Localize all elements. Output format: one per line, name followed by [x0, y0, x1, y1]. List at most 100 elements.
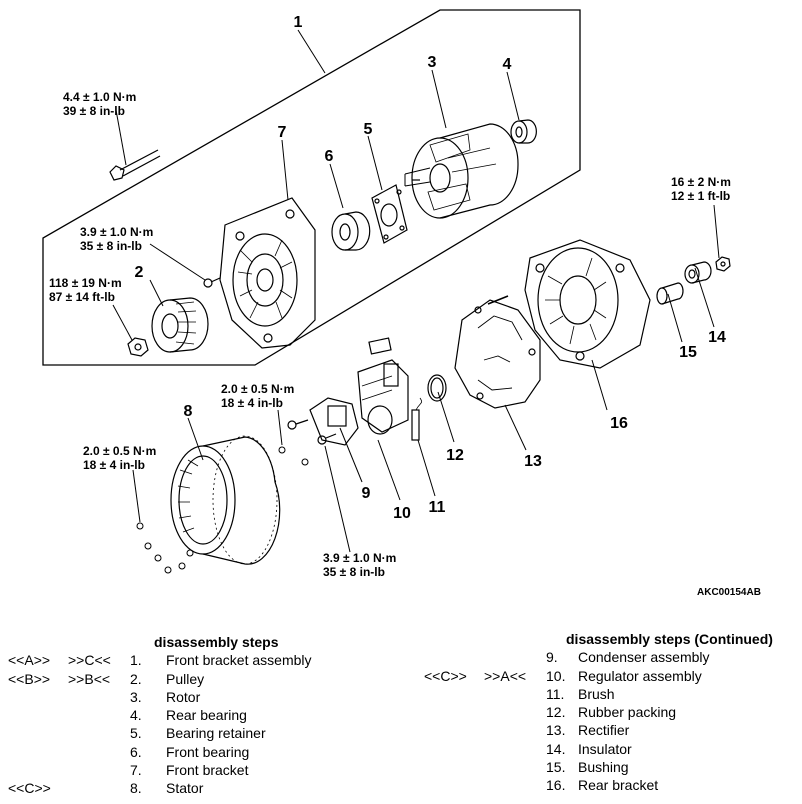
step-number: 12. [546, 704, 566, 721]
figure-code: AKC00154AB [697, 587, 761, 598]
step-number: 9. [546, 649, 558, 666]
step-ref-b [484, 721, 546, 739]
callout-number: 7 [278, 124, 287, 141]
step-label: Brush [578, 685, 615, 702]
step-number: 15. [546, 759, 566, 776]
torque-label: 35 ± 8 in-lb [80, 239, 142, 253]
step-number: 14. [546, 740, 566, 757]
step-ref-a [424, 776, 484, 794]
callout-number: 15 [679, 344, 697, 361]
step-number: 4. [130, 707, 142, 724]
pulley-nut [127, 337, 149, 357]
step-ref-a: <<B>> [8, 670, 51, 687]
step-ref-b [68, 724, 130, 742]
step-label: Insulator [578, 740, 632, 757]
step-row: 16.Rear bracket [424, 776, 773, 794]
step-row: 15. Bushing [424, 758, 773, 776]
regulator-assembly [357, 337, 409, 435]
step-row: 12.Rubber packing [424, 703, 773, 721]
torque-label: 18 ± 4 in-lb [221, 396, 283, 410]
step-number: 7. [130, 762, 142, 779]
step-row: <<C>>>>A<<10.Regulator assembly [424, 667, 773, 685]
bearing-retainer [371, 184, 408, 244]
torque-label: 39 ± 8 in-lb [63, 104, 125, 118]
step-number: 11. [546, 685, 565, 702]
step-ref-b [484, 648, 546, 666]
insulator [684, 261, 712, 284]
callout-number: 3 [428, 54, 437, 71]
through-bolt [109, 149, 161, 181]
step-label: Stator [166, 780, 204, 797]
torque-label: 3.9 ± 1.0 N·m [80, 225, 153, 239]
step-number: 1. [130, 652, 142, 669]
torque-label: 35 ± 8 in-lb [323, 565, 385, 579]
step-ref-a [8, 724, 68, 742]
step-row: 7. Front bracket [8, 761, 312, 779]
rectifier [454, 295, 541, 409]
step-label: Front bracket [166, 762, 249, 779]
bushing [656, 282, 684, 305]
step-number: 5. [130, 725, 142, 742]
step-ref-b [68, 743, 130, 761]
callout-number: 2 [135, 264, 144, 281]
front-bearing [331, 211, 371, 251]
step-ref-a: <<A>> [8, 652, 51, 669]
step-ref-a [424, 758, 484, 776]
step-number: 2. [130, 670, 142, 687]
step-number: 3. [130, 688, 142, 705]
step-ref-a [424, 721, 484, 739]
step-ref-a: <<C>> [8, 780, 51, 797]
stator [170, 435, 281, 565]
brush [411, 397, 423, 441]
step-ref-b [68, 688, 130, 706]
step-ref-a [8, 761, 68, 779]
callout-number: 14 [708, 329, 726, 346]
step-row: 3.Rotor [8, 688, 312, 706]
torque-label: 87 ± 14 ft-lb [49, 290, 115, 304]
rear-bracket [524, 239, 651, 369]
step-row: 13.Rectifier [424, 721, 773, 739]
torque-label: 4.4 ± 1.0 N·m [63, 90, 136, 104]
step-ref-b [484, 703, 546, 721]
callout-number: 1 [294, 14, 303, 31]
torque-label: 18 ± 4 in-lb [83, 458, 145, 472]
rubber-packing [427, 374, 447, 402]
step-row: <<C>> 8. Stator [8, 779, 312, 797]
step-ref-b: >>B<< [68, 670, 111, 687]
step-ref-a [424, 703, 484, 721]
step-label: Bushing [578, 759, 629, 776]
step-row: 5.Bearing retainer [8, 724, 312, 742]
step-ref-b: >>A<< [484, 667, 527, 684]
step-ref-a [424, 685, 484, 703]
torque-labels: 4.4 ± 1.0 N·m39 ± 8 in-lb3.9 ± 1.0 N·m35… [49, 90, 731, 579]
step-number: 16. [546, 777, 566, 794]
pulley [151, 297, 209, 353]
callout-number: 9 [362, 485, 371, 502]
condenser-screws [287, 419, 337, 445]
step-ref-a [424, 740, 484, 758]
assembly-boundary [42, 9, 581, 366]
front-bracket [219, 197, 316, 349]
step-ref-b [68, 706, 130, 724]
condenser-assembly [309, 397, 359, 446]
callout-number: 4 [503, 56, 512, 73]
step-label: Rear bearing [166, 707, 247, 724]
step-ref-b [484, 685, 546, 703]
step-ref-a [8, 688, 68, 706]
steps-left-panel: disassembly steps <<A>>>>C<<1.Front brac… [8, 633, 312, 798]
step-row: 11. Brush [424, 685, 773, 703]
torque-label: 12 ± 1 ft-lb [671, 189, 730, 203]
step-row: <<A>>>>C<<1.Front bracket assembly [8, 651, 312, 669]
steps-right-panel: disassembly steps (Continued) 9.Condense… [424, 630, 773, 795]
step-number: 6. [130, 743, 142, 760]
step-number: 10. [546, 667, 566, 684]
bracket-screw [203, 277, 221, 288]
stator-screws [136, 446, 309, 574]
callout-number: 8 [184, 403, 193, 420]
step-ref-b [68, 779, 130, 797]
step-row: 4. Rear bearing [8, 706, 312, 724]
step-number: 8. [130, 780, 142, 797]
torque-label: 16 ± 2 N·m [671, 175, 731, 189]
